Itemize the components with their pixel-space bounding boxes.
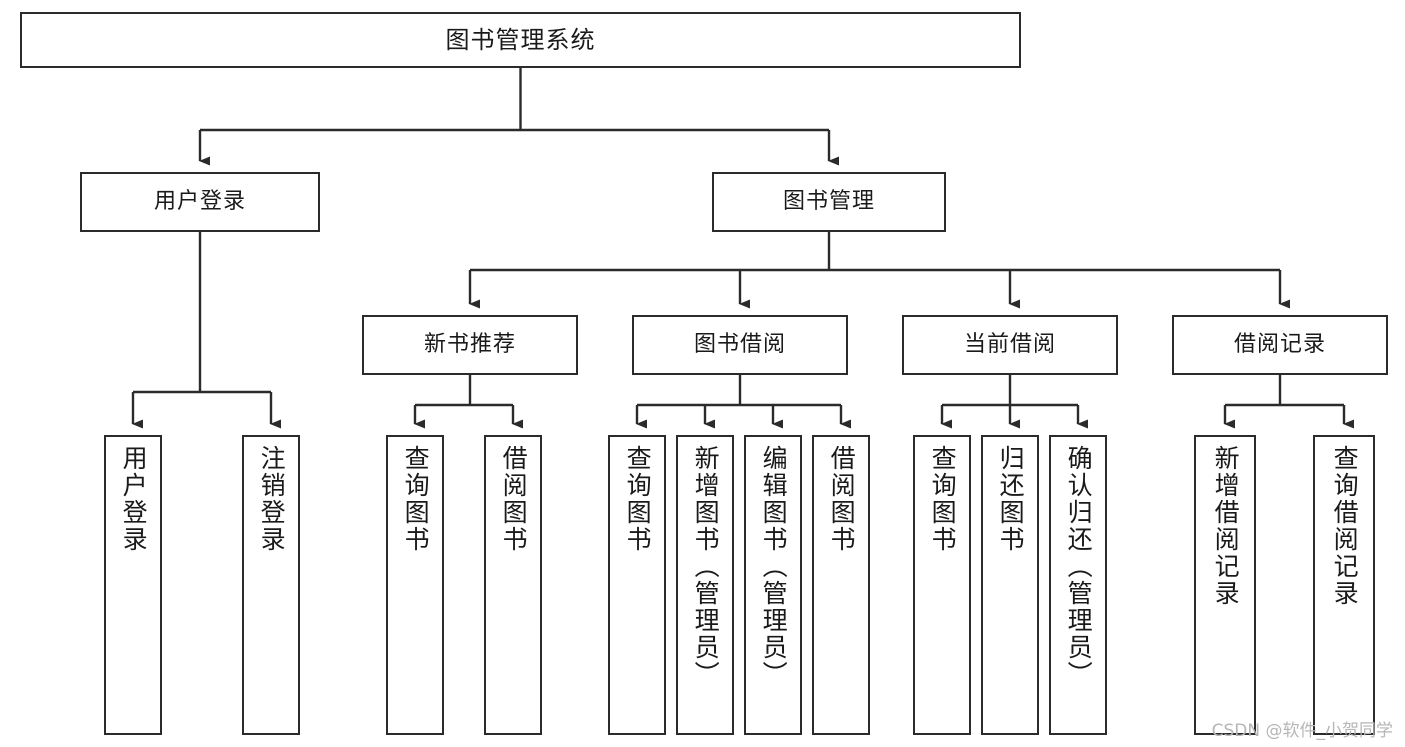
node-leaf-borrow-book-a[interactable]: 借阅图书: [484, 435, 542, 735]
node-leaf-borrow-book-b[interactable]: 借阅图书: [812, 435, 870, 735]
node-label: 新增借阅记录: [1211, 445, 1241, 607]
node-label: 查询图书: [401, 445, 431, 553]
node-leaf-query-book-c[interactable]: 查询图书: [913, 435, 971, 735]
node-root[interactable]: 图书管理系统: [20, 12, 1021, 68]
node-book-borrow[interactable]: 图书借阅: [632, 315, 848, 375]
node-label: 图书管理系统: [445, 25, 596, 54]
node-label: 图书管理: [782, 188, 875, 214]
node-leaf-edit-book[interactable]: 编辑图书（管理员）: [744, 435, 802, 735]
node-label: 借阅记录: [1233, 331, 1326, 357]
node-leaf-return-book[interactable]: 归还图书: [981, 435, 1039, 735]
node-leaf-confirm-return[interactable]: 确认归还（管理员）: [1049, 435, 1107, 735]
node-label: 查询借阅记录: [1330, 445, 1360, 607]
node-leaf-query-record[interactable]: 查询借阅记录: [1313, 435, 1375, 735]
node-leaf-query-book-a[interactable]: 查询图书: [386, 435, 444, 735]
node-label: 确认归还（管理员）: [1064, 445, 1094, 688]
node-leaf-query-book-b[interactable]: 查询图书: [608, 435, 666, 735]
node-label: 查询图书: [623, 445, 653, 553]
node-book-manage[interactable]: 图书管理: [712, 172, 946, 232]
node-label: 归还图书: [996, 445, 1026, 553]
node-label: 查询图书: [928, 445, 958, 553]
node-leaf-add-book[interactable]: 新增图书（管理员）: [676, 435, 734, 735]
node-user-login[interactable]: 用户登录: [80, 172, 320, 232]
node-leaf-add-record[interactable]: 新增借阅记录: [1194, 435, 1256, 735]
node-label: 注销登录: [257, 445, 287, 553]
node-label: 借阅图书: [827, 445, 857, 553]
node-label: 用户登录: [153, 188, 246, 214]
node-label: 新书推荐: [423, 331, 516, 357]
node-label: 当前借阅: [963, 331, 1056, 357]
node-label: 借阅图书: [499, 445, 529, 553]
node-label: 图书借阅: [693, 331, 786, 357]
node-borrow-record[interactable]: 借阅记录: [1172, 315, 1388, 375]
node-label: 用户登录: [119, 445, 149, 553]
node-new-book-recommend[interactable]: 新书推荐: [362, 315, 578, 375]
node-label: 编辑图书（管理员）: [759, 445, 789, 688]
node-current-borrow[interactable]: 当前借阅: [902, 315, 1118, 375]
node-label: 新增图书（管理员）: [691, 445, 721, 688]
node-leaf-user-login[interactable]: 用户登录: [104, 435, 162, 735]
node-leaf-logout[interactable]: 注销登录: [242, 435, 300, 735]
